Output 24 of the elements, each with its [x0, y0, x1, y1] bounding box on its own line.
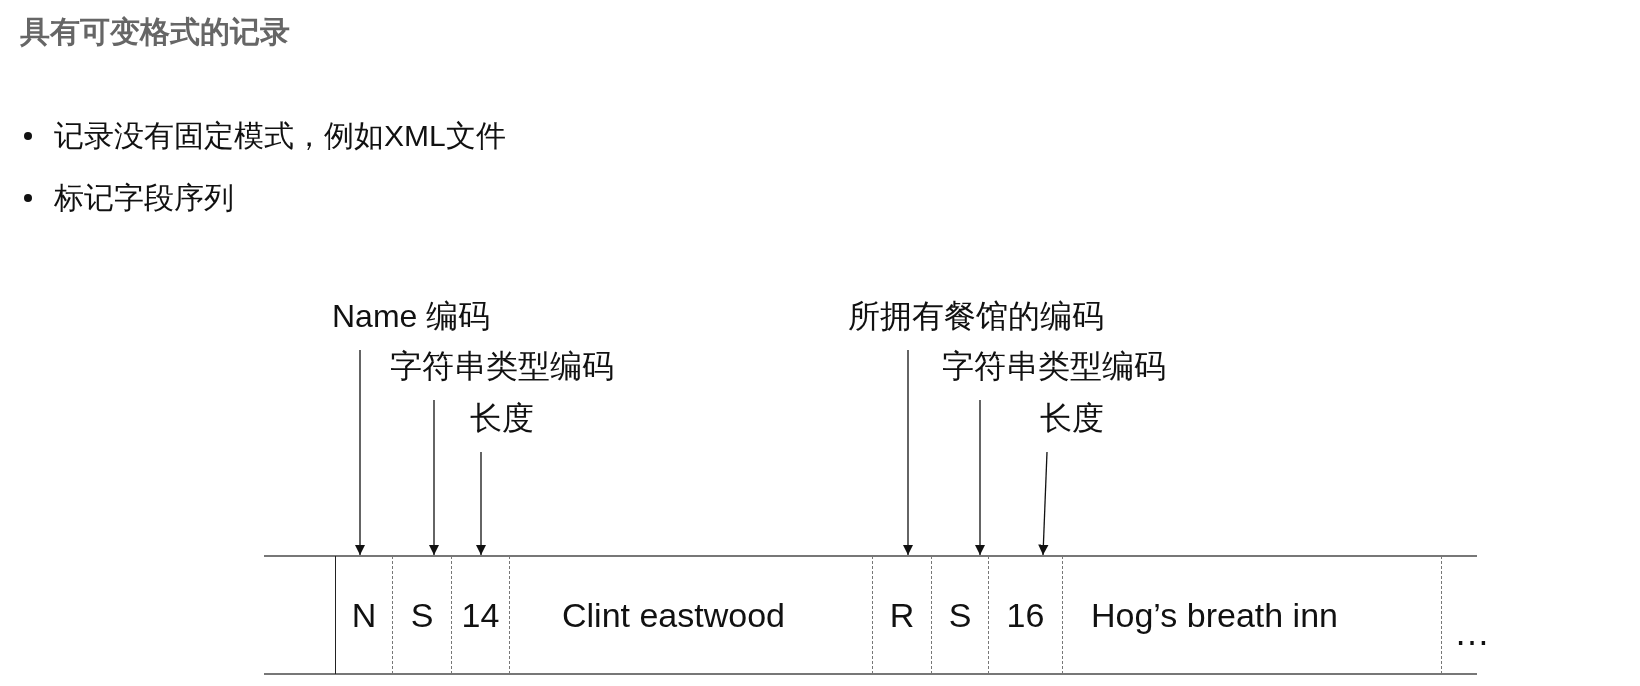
- bullet-text: 记录没有固定模式，例如XML文件: [54, 118, 506, 154]
- record-field-cell: N: [335, 556, 392, 674]
- record-field-cell: 16: [988, 556, 1062, 674]
- record-field-cell: R: [872, 556, 931, 674]
- callout-label: 字符串类型编码: [390, 348, 614, 384]
- leader-line: [354, 349, 366, 556]
- record-field-cell: S: [931, 556, 988, 674]
- callout-label: Name 编码: [332, 298, 491, 334]
- leader-line: [428, 399, 440, 556]
- record-field-cell: Hog’s breath inn: [1062, 556, 1442, 674]
- title: 具有可变格式的记录: [20, 14, 290, 50]
- leader-line: [1038, 451, 1049, 556]
- leader-line: [475, 451, 487, 556]
- callout-label: 字符串类型编码: [942, 348, 1166, 384]
- record-field-cell: S: [392, 556, 451, 674]
- callout-label: 所拥有餐馆的编码: [848, 298, 1104, 334]
- ellipsis-label: …: [1454, 612, 1490, 654]
- callout-label: 长度: [1040, 400, 1104, 436]
- record-field-cell: Clint eastwood: [509, 556, 872, 674]
- leader-line: [902, 349, 914, 556]
- callout-label: 长度: [470, 400, 534, 436]
- bullet-text: 标记字段序列: [54, 180, 234, 216]
- record-field-cell: 14: [451, 556, 509, 674]
- leader-line: [974, 399, 986, 556]
